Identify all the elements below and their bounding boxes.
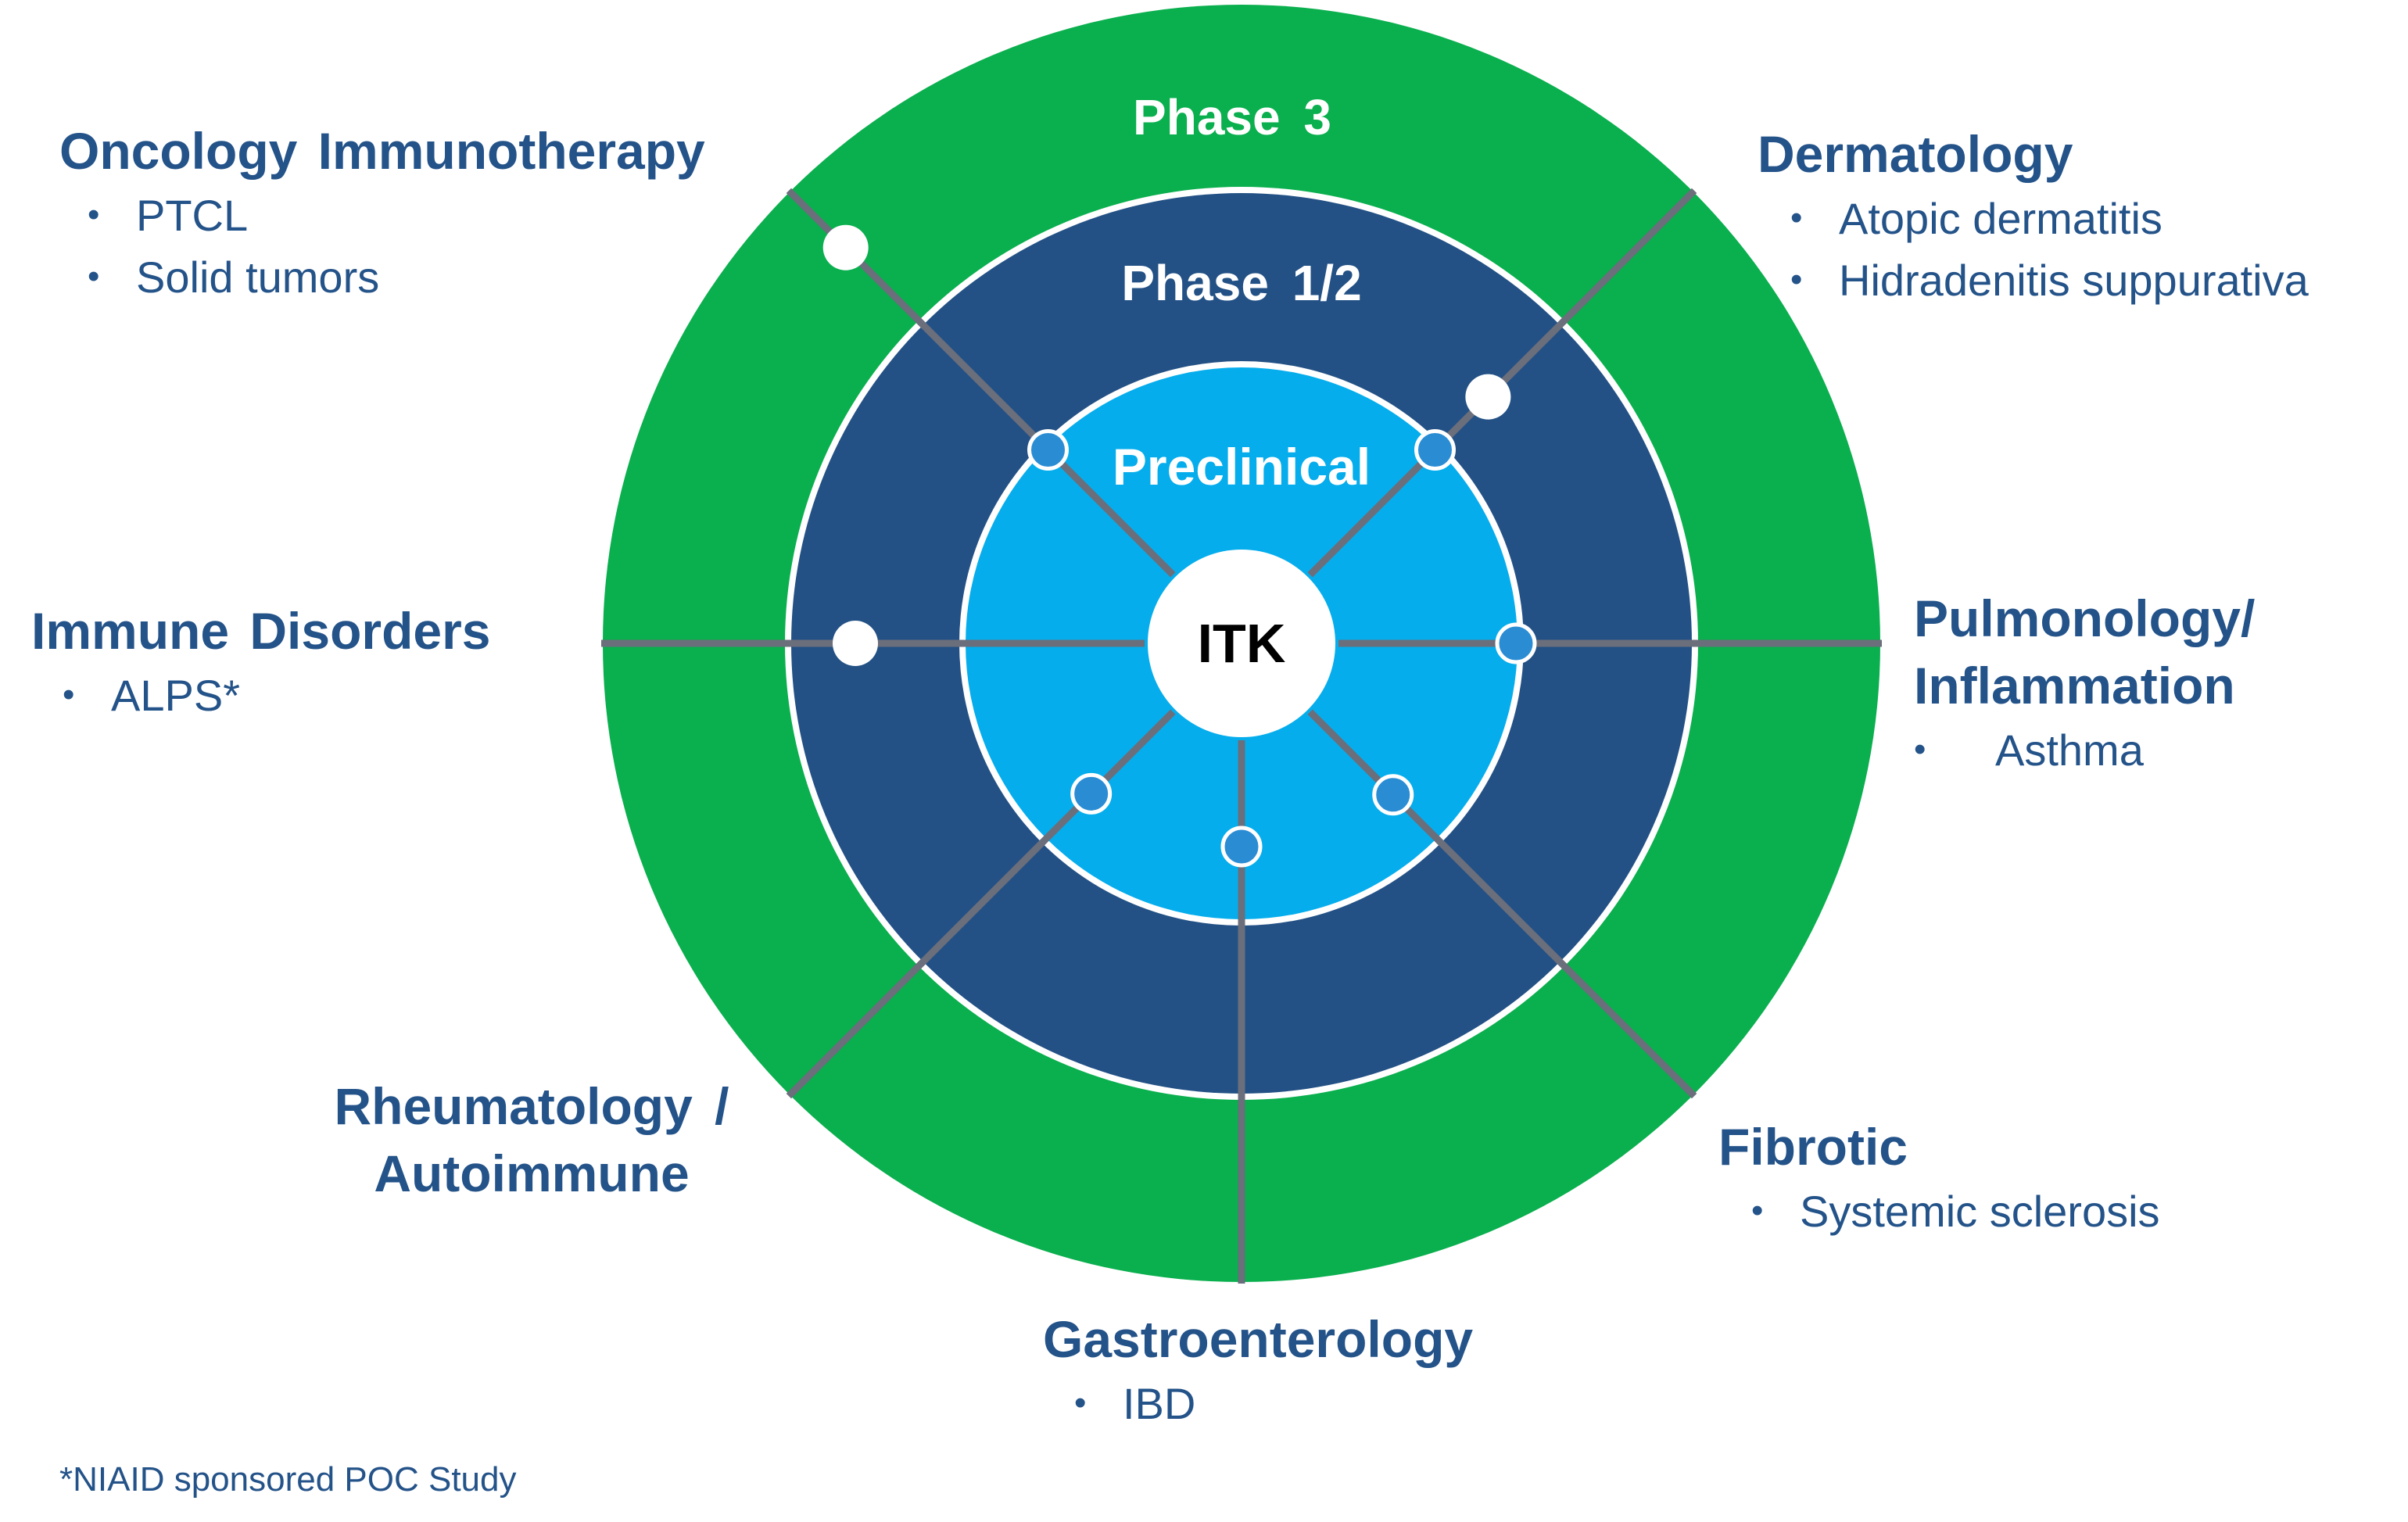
center-circle bbox=[1148, 550, 1335, 737]
markers bbox=[822, 224, 1537, 868]
indication-list: • ALPS* bbox=[63, 664, 491, 726]
area-title: Oncology Immunotherapy bbox=[59, 122, 705, 180]
indication-item: • PTCL bbox=[88, 184, 705, 246]
area-title: Dermatology bbox=[1758, 125, 2073, 183]
indication-label: Hidradenitis suppurativa bbox=[1839, 256, 2309, 305]
indication-label: Solid tumors bbox=[136, 252, 380, 302]
indication-item: • Atopic dermatitis bbox=[1790, 188, 2309, 249]
indication-list: • IBD bbox=[1074, 1373, 1473, 1434]
area-rheumatology: Rheumatology / Autoimmune bbox=[297, 1073, 766, 1207]
indication-label: ALPS* bbox=[111, 671, 240, 720]
indication-item: • ALPS* bbox=[63, 664, 491, 726]
marker-fibrotic-preclinical bbox=[1372, 774, 1414, 816]
indication-label: Atopic dermatitis bbox=[1839, 194, 2163, 243]
center-label: ITK bbox=[1198, 613, 1286, 674]
area-gastroenterology: Gastroenterology • IBD bbox=[1043, 1305, 1473, 1434]
footnote: *NIAID sponsored POC Study bbox=[59, 1460, 517, 1499]
marker-pulmonology-preclinical bbox=[1495, 622, 1537, 664]
indication-item: • Asthma bbox=[1914, 719, 2255, 781]
area-title-line-1: Rheumatology / bbox=[334, 1077, 729, 1135]
bullet-icon: • bbox=[1914, 730, 1926, 768]
bullet-icon: • bbox=[1790, 199, 1803, 237]
indication-label: PTCL bbox=[136, 191, 249, 240]
bullet-icon: • bbox=[63, 675, 75, 714]
bullet-icon: • bbox=[1790, 260, 1803, 299]
area-title-line-1: Pulmonology/ bbox=[1914, 589, 2256, 647]
spoke-rheumatology bbox=[786, 709, 1176, 1099]
indication-label: Asthma bbox=[1995, 725, 2144, 775]
indication-item: • Solid tumors bbox=[88, 246, 705, 308]
area-pulmonology: Pulmonology/ Inflammation • Asthma bbox=[1914, 585, 2255, 781]
indication-list: • PTCL • Solid tumors bbox=[88, 184, 705, 308]
area-title-line-2: Inflammation bbox=[1914, 657, 2235, 714]
indication-label: Systemic sclerosis bbox=[1800, 1187, 2160, 1236]
area-oncology: Oncology Immunotherapy • PTCL • Solid tumo… bbox=[59, 117, 705, 308]
marker-gastroenterology-preclinical bbox=[1220, 825, 1263, 868]
area-title: Gastroenterology bbox=[1043, 1310, 1474, 1368]
marker-rheumatology-preclinical bbox=[1070, 772, 1113, 815]
indication-item: • Hidradenitis suppurativa bbox=[1790, 249, 2309, 311]
marker-oncology-phase3 bbox=[822, 224, 869, 270]
marker-dermatology-preclinical bbox=[1414, 429, 1456, 471]
bullet-icon: • bbox=[88, 195, 100, 234]
marker-immune-phase12 bbox=[833, 621, 878, 666]
ring-label-phase3: Phase 3 bbox=[1133, 89, 1331, 145]
area-title: Immune Disorders bbox=[31, 602, 491, 660]
indication-item: • IBD bbox=[1074, 1373, 1473, 1434]
indication-list: • Systemic sclerosis bbox=[1751, 1180, 2160, 1242]
spoke-fibrotic bbox=[1307, 709, 1697, 1099]
marker-oncology-preclinical bbox=[1027, 429, 1070, 471]
bullet-icon: • bbox=[88, 257, 100, 295]
area-title-line-2: Autoimmune bbox=[374, 1144, 690, 1202]
area-immune-disorders: Immune Disorders • ALPS* bbox=[31, 597, 491, 726]
bullet-icon: • bbox=[1074, 1384, 1087, 1422]
indication-list: • Asthma bbox=[1914, 719, 2255, 781]
area-fibrotic: Fibrotic • Systemic sclerosis bbox=[1718, 1113, 2160, 1242]
indication-item: • Systemic sclerosis bbox=[1751, 1180, 2160, 1242]
marker-dermatology-phase12 bbox=[1465, 374, 1511, 420]
area-dermatology: Dermatology • Atopic dermatitis • Hidraden… bbox=[1758, 120, 2309, 311]
indication-label: IBD bbox=[1123, 1379, 1196, 1428]
indication-list: • Atopic dermatitis • Hidradenitis suppura… bbox=[1790, 188, 2309, 311]
area-title: Fibrotic bbox=[1718, 1118, 1908, 1176]
bullet-icon: • bbox=[1751, 1191, 1764, 1230]
ring-label-phase12: Phase 1/2 bbox=[1121, 255, 1361, 311]
ring-label-preclinical: Preclinical bbox=[1113, 438, 1371, 496]
